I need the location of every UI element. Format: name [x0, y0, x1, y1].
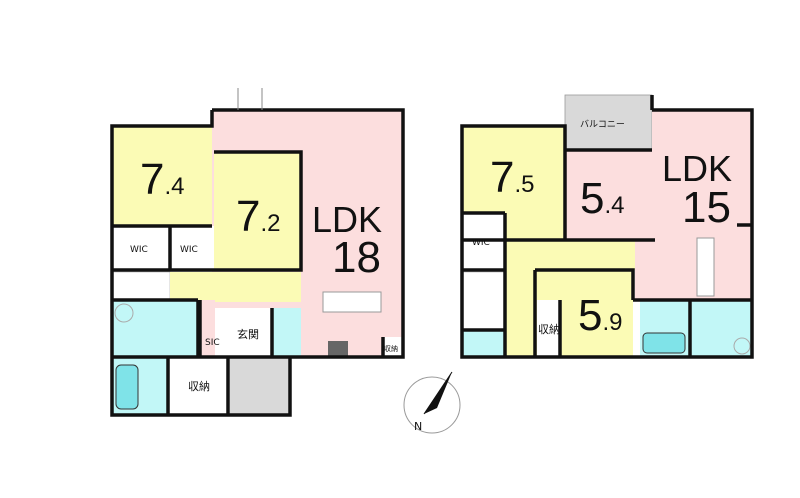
- porch: [230, 357, 290, 415]
- toilet-2f: [462, 330, 505, 357]
- ldk-2f-label: LDK: [662, 148, 732, 189]
- washroom-1f: [112, 300, 198, 356]
- hall-2f-vertical: [505, 270, 535, 357]
- bedroom-7-2-size: 7.2: [236, 192, 281, 241]
- room-5-4-size: 5.4: [580, 174, 625, 223]
- bedroom-7-4: [112, 126, 212, 226]
- bedroom-7-5-size: 7.5: [490, 153, 535, 202]
- toilet-1f: [272, 308, 301, 357]
- storage-2f-label: 収納: [538, 323, 560, 336]
- kitchen-2f: [696, 237, 715, 297]
- bedroom-5-9-size: 5.9: [578, 291, 623, 340]
- balcony-label: バルコニー: [580, 119, 625, 130]
- room-5-4: [565, 150, 655, 240]
- hall-1f: [170, 272, 301, 302]
- stairs-2f: [461, 271, 506, 331]
- bathtub-2f-icon: [642, 332, 686, 354]
- balcony: [564, 94, 653, 151]
- compass-circle-icon: [403, 376, 461, 434]
- floor-1-plan: 7.4 7.2 LDK 18 WIC WIC SIC 玄関 収納 収納: [110, 88, 405, 417]
- compass-north-label: N: [414, 420, 422, 433]
- sic-label: SIC: [205, 338, 220, 348]
- floor-2-plan: 7.5 5.4 5.9 LDK 15 バルコニー WIC 収納: [460, 94, 754, 359]
- bedroom-7-4-size: 7.4: [140, 155, 185, 204]
- washroom-2f: [690, 300, 752, 357]
- kitchen-island: [322, 291, 382, 313]
- storage-small-1f: [383, 337, 403, 357]
- hall-2f: [505, 240, 635, 270]
- sic-room: [200, 300, 215, 357]
- wic-1: [112, 226, 170, 270]
- entrance: [215, 308, 272, 357]
- compass: N: [403, 371, 461, 434]
- bedroom-7-2: [214, 152, 301, 270]
- washer-icon: [114, 303, 134, 323]
- ldk-1f-size: 18: [332, 233, 381, 282]
- storage-2f: [537, 300, 560, 357]
- wic-2-label: WIC: [180, 245, 198, 255]
- storage-1f: [170, 357, 228, 415]
- stairs-1f: [111, 271, 171, 300]
- wic-2: [170, 226, 214, 270]
- ldk-2f-lower: [635, 240, 655, 300]
- ldk-2f-size: 15: [682, 183, 731, 232]
- storage-small-1f-label: 収納: [384, 344, 398, 353]
- entrance-label: 玄関: [237, 327, 259, 341]
- stove-icon: [328, 341, 348, 356]
- ldk-1f-label: LDK: [312, 199, 382, 240]
- washer-2f-icon: [733, 337, 751, 355]
- bathtub-icon: [115, 364, 139, 410]
- wic-2f-label: WIC: [472, 238, 490, 248]
- storage-1f-label: 収納: [188, 380, 210, 393]
- wic-1-label: WIC: [130, 245, 148, 255]
